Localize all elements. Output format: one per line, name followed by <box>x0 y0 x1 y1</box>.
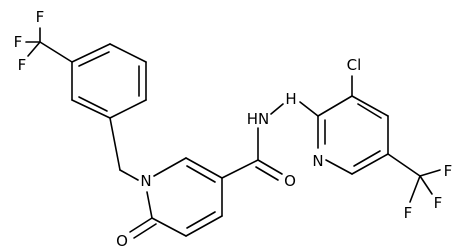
cf3-group-right: F F F <box>387 153 453 222</box>
methylene-bond <box>109 117 121 171</box>
fluorine-atom: F <box>14 33 23 51</box>
ring-carbonyl-oxygen-atom: O <box>116 232 128 250</box>
fluorine-atom: F <box>36 8 45 26</box>
amide-oxygen-atom: O <box>284 172 296 190</box>
fluorine-atom: F <box>444 162 453 180</box>
pyridine-ring: N Cl <box>312 56 389 175</box>
hydrazide-nh-label: HN <box>247 110 270 128</box>
fluorine-atom: F <box>18 56 27 74</box>
methylene-n-bond <box>119 169 139 181</box>
ring-nitrogen-atom: N <box>140 172 151 190</box>
pyridinone-ring: N O <box>116 157 223 250</box>
pyridine-nitrogen-atom: N <box>312 152 323 170</box>
fluorine-atom: F <box>434 194 443 212</box>
cf3-group-left: F F F <box>14 8 73 74</box>
fluorine-atom: F <box>404 204 413 222</box>
hydrazide-h-label: H <box>285 90 296 108</box>
hydrazide-group: O HN H <box>221 90 319 190</box>
benzene-ring <box>71 43 147 119</box>
chlorine-atom: Cl <box>347 56 362 74</box>
